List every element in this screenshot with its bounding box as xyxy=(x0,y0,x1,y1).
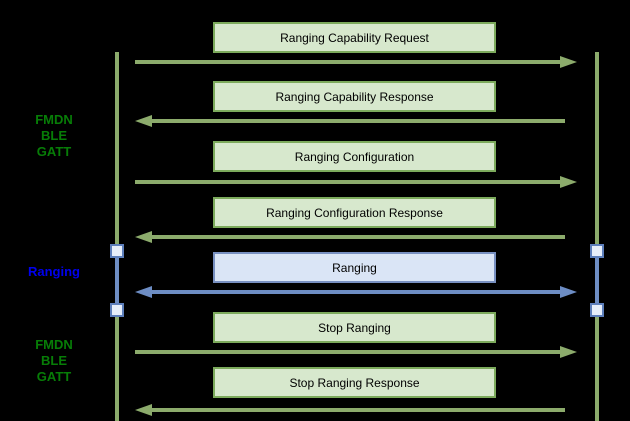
arrowhead-left-icon xyxy=(135,115,152,127)
activation-marker xyxy=(590,244,604,258)
arrowhead-right-icon xyxy=(560,346,577,358)
arrowhead-left-icon xyxy=(135,231,152,243)
arrow-shaft xyxy=(149,408,565,412)
arrowhead-left-icon xyxy=(135,404,152,416)
arrowhead-right-icon xyxy=(560,176,577,188)
arrow-shaft xyxy=(149,119,565,123)
phase-label-line: Ranging xyxy=(28,264,80,279)
activation-marker xyxy=(590,303,604,317)
message-box-ranging-configuration: Ranging Configuration xyxy=(213,141,496,172)
message-label: Ranging Configuration Response xyxy=(266,205,443,220)
lifeline-left xyxy=(115,52,119,421)
message-label: Ranging Capability Request xyxy=(280,30,429,45)
arrow-ranging-configuration-response xyxy=(135,231,577,243)
message-box-ranging-capability-request: Ranging Capability Request xyxy=(213,22,496,53)
arrow-shaft xyxy=(135,180,563,184)
arrow-stop-ranging-response xyxy=(135,404,577,416)
arrow-shaft xyxy=(149,235,565,239)
phase-label-line: FMDN xyxy=(35,337,73,352)
message-box-ranging-capability-response: Ranging Capability Response xyxy=(213,81,496,112)
arrow-stop-ranging xyxy=(135,346,577,358)
phase-label-line: GATT xyxy=(36,144,72,159)
arrow-shaft xyxy=(135,60,563,64)
arrow-shaft xyxy=(149,290,563,294)
message-label: Ranging Configuration xyxy=(294,149,415,164)
arrowhead-left-icon xyxy=(135,286,152,298)
message-box-ranging-configuration-response: Ranging Configuration Response xyxy=(213,197,496,228)
message-label: Ranging Capability Response xyxy=(275,89,434,104)
phase-label-line: BLE xyxy=(41,353,67,368)
message-box-stop-ranging: Stop Ranging xyxy=(213,312,496,343)
message-label: Ranging xyxy=(332,260,377,275)
arrow-ranging-configuration xyxy=(135,176,577,188)
arrow-ranging-capability-request xyxy=(135,56,577,68)
lifeline-right xyxy=(595,52,599,421)
message-label: Stop Ranging Response xyxy=(289,375,420,390)
arrowhead-right-icon xyxy=(560,286,577,298)
phase-label-line: BLE xyxy=(41,128,67,143)
ranging-session-segment-right xyxy=(595,251,599,310)
phase-label-ranging: Ranging xyxy=(14,264,94,280)
arrow-ranging-capability-response xyxy=(135,115,577,127)
activation-marker xyxy=(110,303,124,317)
phase-label-fmdn-ble-gatt-bottom: FMDN BLE GATT xyxy=(14,337,94,385)
arrow-ranging-bidirectional xyxy=(135,286,577,298)
phase-label-line: GATT xyxy=(36,369,72,384)
message-box-ranging: Ranging xyxy=(213,252,496,283)
activation-marker xyxy=(110,244,124,258)
ranging-session-segment-left xyxy=(115,251,119,310)
arrowhead-right-icon xyxy=(560,56,577,68)
phase-label-fmdn-ble-gatt-top: FMDN BLE GATT xyxy=(14,112,94,160)
arrow-shaft xyxy=(135,350,563,354)
message-label: Stop Ranging xyxy=(318,320,391,335)
message-box-stop-ranging-response: Stop Ranging Response xyxy=(213,367,496,398)
phase-label-line: FMDN xyxy=(35,112,73,127)
